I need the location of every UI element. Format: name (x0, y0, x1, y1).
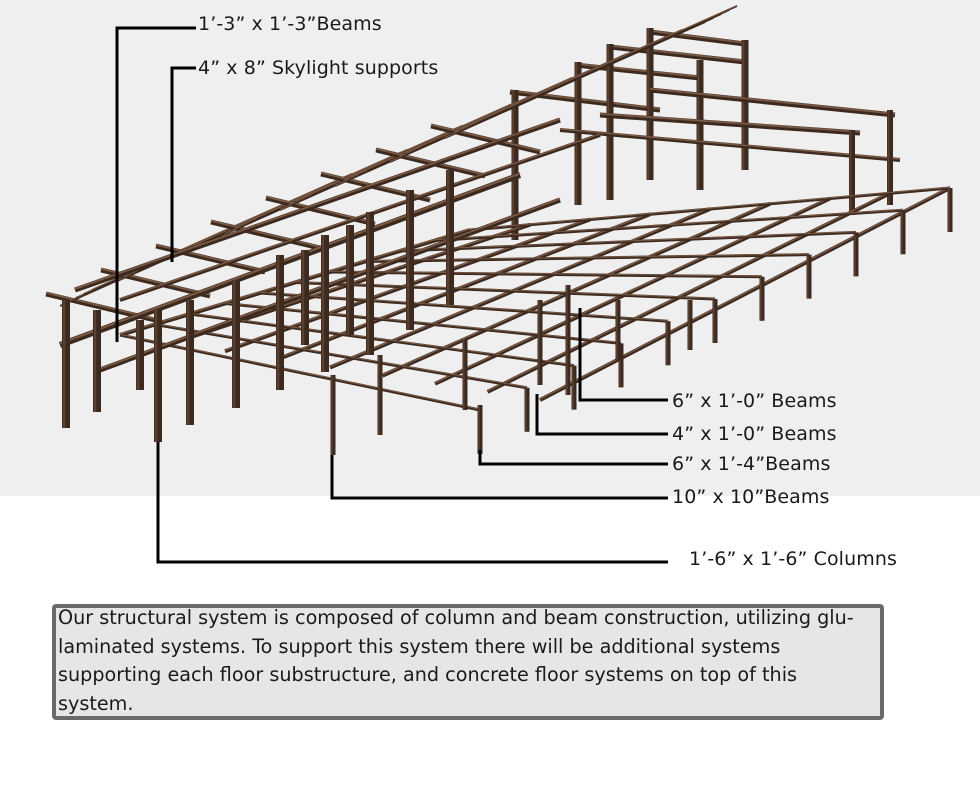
floor-beam-cross-9 (434, 208, 904, 242)
leader-beams-1-3 (115, 26, 196, 342)
leader-beams-6-14 (478, 450, 668, 466)
floor-beam-cross-10-highlight (469, 186, 951, 230)
floor-beam-cross-3-highlight (224, 302, 622, 344)
leader-lines (115, 26, 668, 564)
leader-beams-4-10 (535, 394, 668, 436)
left-long-beam-d-highlight (99, 197, 561, 370)
floor-beam-long-7 (486, 191, 891, 394)
skylight-support-7-4-highlight (476, 5, 738, 122)
upper-long-beam-b-highlight (599, 112, 861, 133)
skylight-top-beam-2 (155, 243, 266, 275)
leader-beams-10-10 (330, 455, 668, 500)
description-text: Our structural system is composed of col… (58, 606, 854, 715)
upper-long-beam-c (559, 128, 901, 162)
upper-beam-0 (649, 29, 746, 47)
timber-frame (45, 5, 953, 455)
left-long-beam-d (99, 197, 561, 373)
left-long-beam-a (74, 117, 561, 293)
floor-beam-cross-3 (224, 302, 622, 345)
skylight-top-beam-7 (430, 123, 541, 155)
label-beams-1-3: 1’-3” x 1’-3”Beams (198, 13, 382, 35)
upper-beam-0-highlight (649, 29, 746, 44)
label-beams-6-14: 6” x 1’-4”Beams (672, 453, 831, 475)
floor-beam-cross-0-highlight (119, 333, 481, 410)
floor-beam-cross-10 (469, 186, 951, 232)
left-long-beam-b-highlight (119, 133, 601, 300)
skylight-top-beam-7-highlight (430, 123, 541, 152)
leader-columns (156, 442, 668, 564)
upper-long-beam-b (599, 112, 861, 136)
label-beams-4-10: 4” x 1’-0” Beams (672, 423, 837, 445)
floor-beam-long-8 (539, 186, 951, 402)
floor-beam-long-5-highlight (382, 202, 771, 376)
upper-long-beam-a-highlight (649, 87, 896, 115)
label-skylight-supports: 4” x 8” Skylight supports (198, 57, 439, 79)
label-columns: 1’-6” x 1’-6” Columns (689, 548, 897, 570)
left-long-beam-c-highlight (59, 172, 521, 345)
skylight-top-beam-2-highlight (155, 243, 266, 272)
floor-beam-long-7-highlight (487, 191, 891, 392)
leader-skylight (170, 66, 196, 262)
upper-beam-1 (609, 44, 746, 65)
floor-beam-long-6 (434, 196, 831, 386)
left-long-beam-a-highlight (74, 117, 561, 290)
leader-beams-6-10 (578, 308, 668, 402)
left-long-beam-b (119, 133, 601, 302)
floor-beam-cross-6 (329, 270, 763, 279)
floor-beam-cross-2 (189, 312, 575, 368)
upper-long-beam-c-highlight (559, 128, 901, 160)
label-beams-6-10: 6” x 1’-0” Beams (672, 390, 837, 412)
floor-beam-cross-0 (119, 333, 481, 412)
floor-beam-cross-6-highlight (329, 270, 763, 277)
skylight-top-beam-6-highlight (375, 147, 486, 176)
floor-beam-cross-7-highlight (364, 253, 810, 262)
left-long-beam-c (58, 172, 522, 348)
floor-beam-cross-5 (294, 281, 716, 301)
upper-beam-2-highlight (574, 62, 701, 78)
floor-beam-cross-2-highlight (189, 312, 575, 366)
floor-beam-cross-8 (399, 230, 857, 253)
upper-long-beam-a (649, 87, 896, 118)
floor-beam-cross-8-highlight (399, 231, 857, 251)
label-beams-10-10: 10” x 10”Beams (672, 486, 830, 508)
floor-beam-long-6-highlight (434, 196, 831, 384)
skylight-top-beam-3-highlight (210, 219, 321, 248)
floor-beam-cross-5-highlight (294, 281, 716, 299)
description-box: Our structural system is composed of col… (52, 604, 884, 720)
floor-beam-cross-7 (364, 253, 810, 263)
floor-beam-long-5 (381, 201, 771, 378)
skylight-top-beam-3 (210, 219, 321, 251)
floor-beam-cross-9-highlight (434, 208, 904, 241)
upper-beam-1-highlight (609, 44, 746, 62)
floor-beam-long-8-highlight (539, 186, 951, 400)
